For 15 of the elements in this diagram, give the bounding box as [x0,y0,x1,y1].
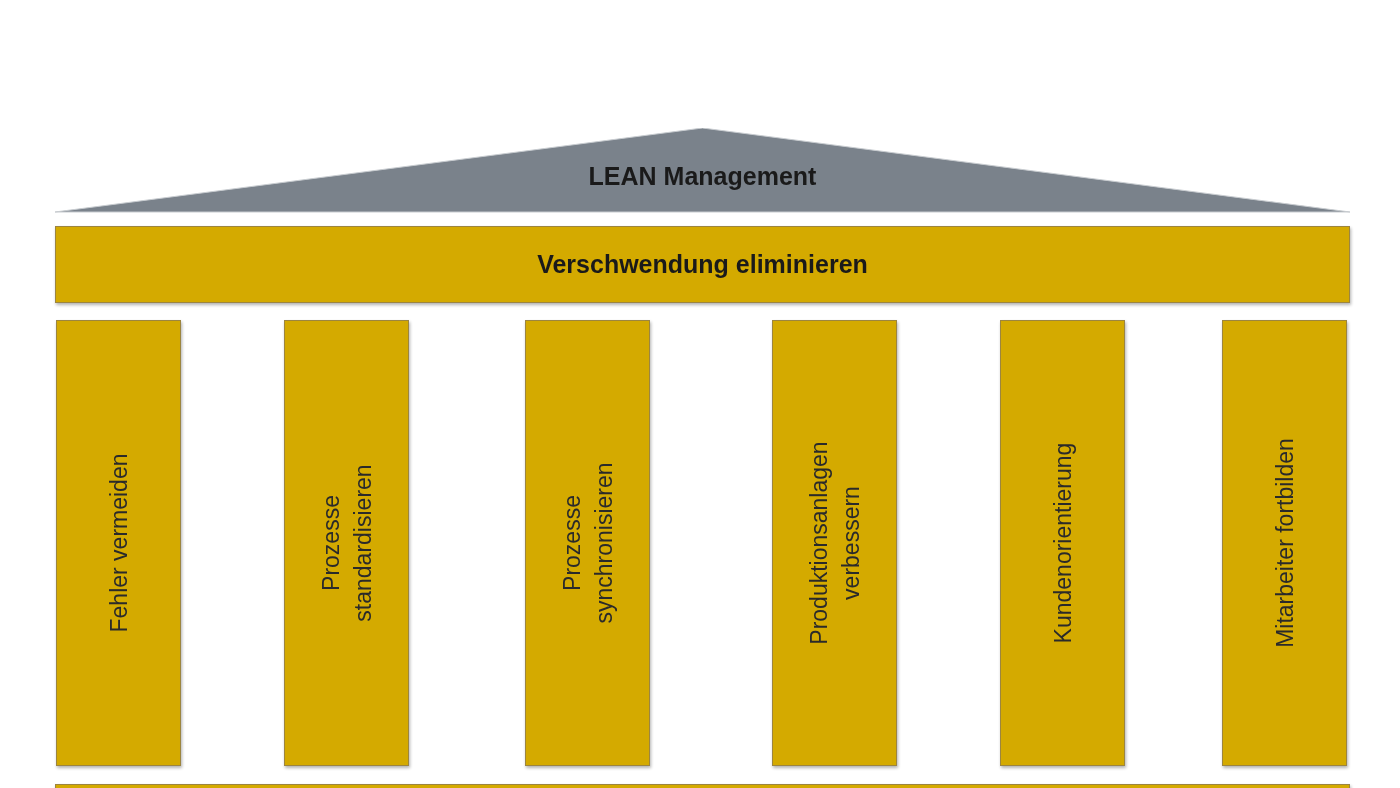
roof-title: LEAN Management [588,161,817,192]
pillar [56,320,181,766]
beam-band [55,226,1350,303]
pillar-label: Produktionsanlagen verbessern [804,440,865,647]
band-label: Verschwendung eliminieren [537,248,868,280]
pillar-label: Prozesse standardisieren [316,463,377,624]
pillar-label: Fehler vermeiden [104,452,133,635]
pillar [525,320,650,766]
pillar-label: Kundenorientierung [1048,441,1077,646]
pillar-label: Mitarbeiter fortbilden [1270,437,1299,650]
pillar [772,320,897,766]
pillar [284,320,409,766]
pillar [1000,320,1125,766]
pillar-label: Prozesse synchronisieren [557,461,618,626]
pillar [1222,320,1347,766]
